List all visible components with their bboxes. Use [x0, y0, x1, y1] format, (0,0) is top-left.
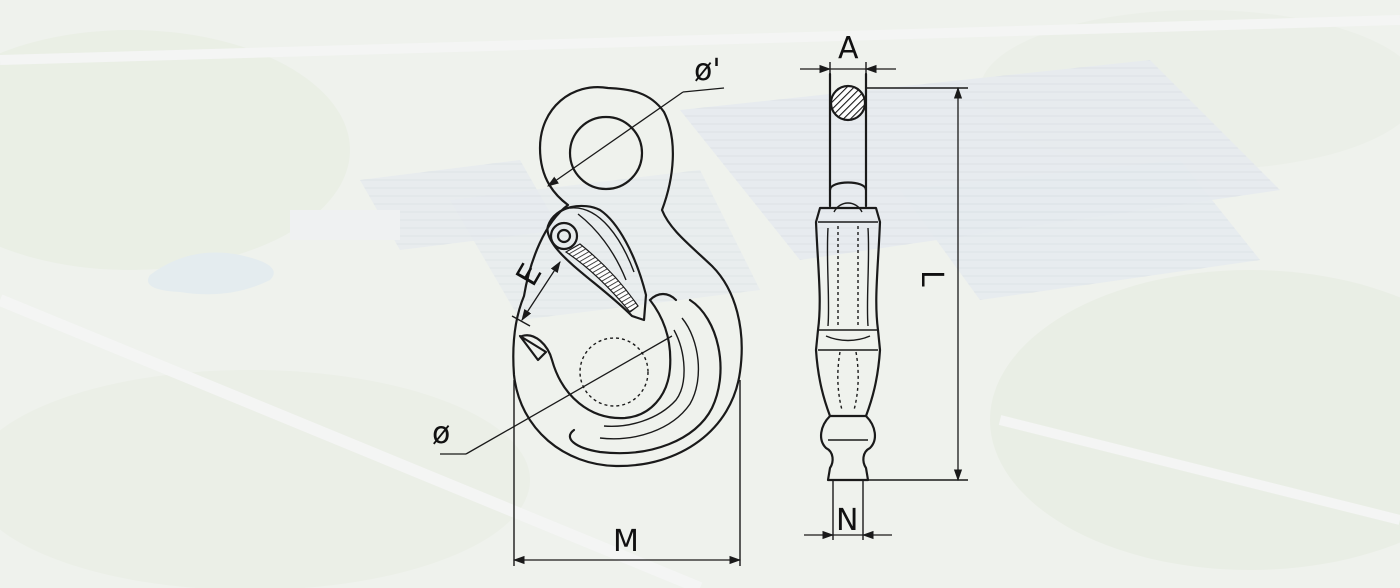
a-label: A	[838, 31, 859, 66]
n-label: N	[836, 503, 858, 538]
phi-prime-label: ø'	[694, 53, 721, 88]
hook-side-view	[800, 62, 968, 540]
l-label: L	[914, 270, 949, 287]
phi-label: ø	[432, 416, 450, 451]
safety-latch	[546, 204, 648, 322]
m-label: M	[613, 524, 639, 559]
hook-front-view	[440, 86, 743, 566]
